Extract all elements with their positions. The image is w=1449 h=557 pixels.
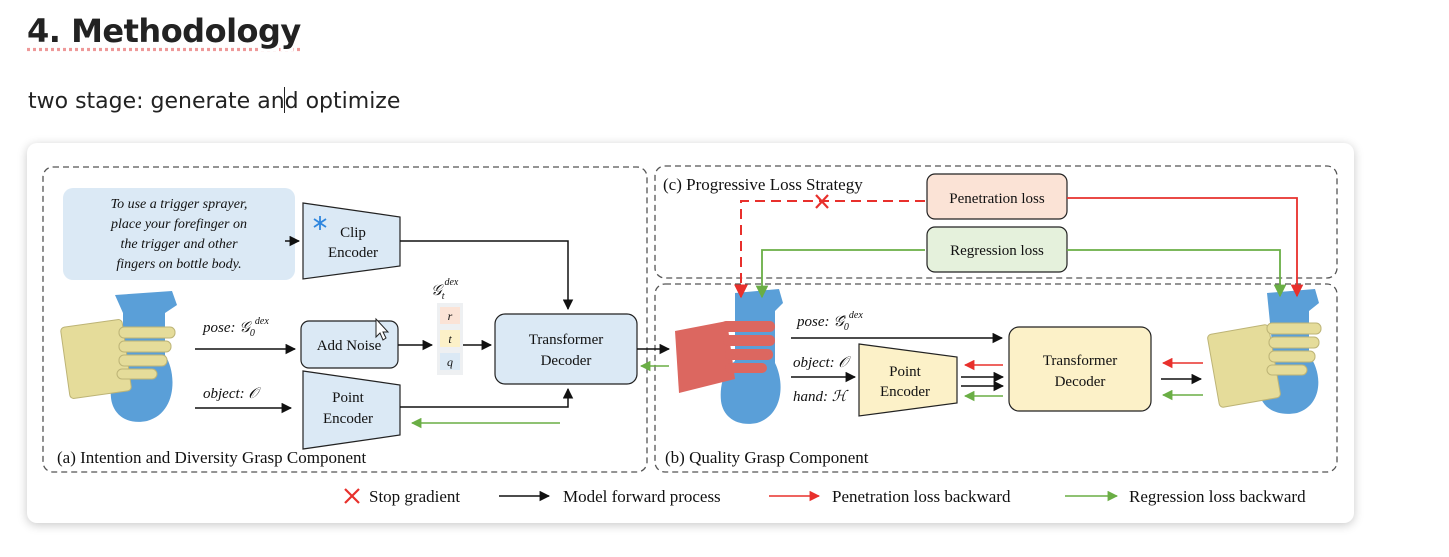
legend-stop-gradient-icon — [344, 488, 360, 504]
transformer-decoder-a-block — [494, 313, 638, 385]
mouse-cursor-icon — [375, 317, 390, 341]
token-t-label: t — [448, 332, 452, 346]
transformer-decoder-b-label-2: Decoder — [1055, 374, 1106, 390]
panel-c-border — [654, 165, 1338, 279]
hand-input-label-b: hand: ℋ — [793, 389, 849, 405]
point-encoder-a-block — [302, 370, 401, 450]
panel-a-label: (a) Intention and Diversity Grasp Compon… — [57, 448, 367, 467]
point-encoder-to-decoder-arrow — [400, 387, 574, 408]
panel-a-border — [42, 166, 648, 473]
token-r-label: r — [448, 309, 453, 323]
clip-encoder-block — [302, 202, 401, 280]
subtitle-before-cursor: two stage: generate an — [28, 89, 285, 114]
stop-gradient-cross-icon — [815, 194, 829, 209]
red-hand-grasp-illustration — [675, 289, 783, 424]
pose-input-label-b: pose: 𝒢̂0dex — [796, 310, 863, 333]
legend-penetration-label: Penetration loss backward — [832, 487, 1011, 506]
object-input-label-a: object: 𝒪 — [203, 386, 261, 402]
penetration-to-output-arrow — [1067, 197, 1304, 298]
penetration-loss-label: Penetration loss — [949, 191, 1045, 207]
instruction-line-1: To use a trigger sprayer, — [111, 197, 248, 212]
legend-stop-gradient-label: Stop gradient — [369, 487, 460, 506]
point-encoder-b-block — [858, 343, 958, 417]
transformer-decoder-a-label-1: Transformer — [529, 332, 603, 348]
transformer-decoder-a-label-2: Decoder — [541, 353, 592, 369]
point-encoder-a-label-1: Point — [332, 390, 365, 406]
point-encoder-a-label-2: Encoder — [323, 411, 373, 427]
transformer-decoder-b-label-1: Transformer — [1043, 353, 1117, 369]
yellow-hand-grasp-illustration — [60, 291, 177, 422]
instruction-line-4: fingers on bottle body. — [116, 257, 241, 272]
regression-loss-label: Regression loss — [950, 243, 1044, 259]
legend-forward-label: Model forward process — [563, 487, 721, 506]
subtitle-text[interactable]: two stage: generate and optimize — [28, 87, 400, 114]
legend-regression-label: Regression loss backward — [1129, 487, 1306, 506]
methodology-figure: To use a trigger sprayer, place your for… — [42, 165, 1338, 506]
token-q-label: q — [447, 355, 453, 369]
panel-b-border — [654, 283, 1338, 473]
subtitle-after-cursor: d optimize — [284, 89, 401, 114]
optimized-hand-grasp-illustration — [1207, 289, 1322, 414]
figure-card: To use a trigger sprayer, place your for… — [27, 143, 1354, 523]
instruction-line-3: the trigger and other — [120, 237, 238, 252]
penetration-loss-box — [926, 173, 1068, 220]
clip-encoder-label-2: Encoder — [328, 245, 378, 261]
regression-to-b-input-arrow — [755, 249, 925, 299]
clip-to-decoder-arrow — [400, 240, 574, 311]
transformer-decoder-b-block — [1008, 326, 1152, 412]
legend: Stop gradient Model forward process Pene… — [344, 487, 1306, 506]
object-input-label-b: object: 𝒪 — [793, 355, 851, 371]
instruction-line-2: place your forefinger on — [110, 217, 247, 232]
regression-to-output-arrow — [1067, 249, 1287, 298]
point-encoder-b-label-1: Point — [889, 364, 922, 380]
instruction-bubble — [63, 188, 295, 280]
penetration-dashed-arrow — [734, 200, 925, 299]
add-noise-label: Add Noise — [317, 338, 382, 354]
pose-input-label-a: pose: 𝒢0dex — [202, 316, 269, 339]
panel-c-label: (c) Progressive Loss Strategy — [663, 175, 863, 194]
token-q — [440, 353, 460, 370]
snowflake-icon — [313, 216, 327, 230]
token-t — [440, 330, 460, 347]
gt-label: 𝒢tdex — [431, 277, 459, 302]
token-r — [440, 307, 460, 324]
panel-b-label: (b) Quality Grasp Component — [665, 448, 869, 467]
text-cursor — [284, 87, 286, 113]
clip-encoder-label-1: Clip — [340, 225, 366, 241]
page-heading: 4. Methodology — [27, 12, 301, 50]
point-encoder-b-label-2: Encoder — [880, 384, 930, 400]
